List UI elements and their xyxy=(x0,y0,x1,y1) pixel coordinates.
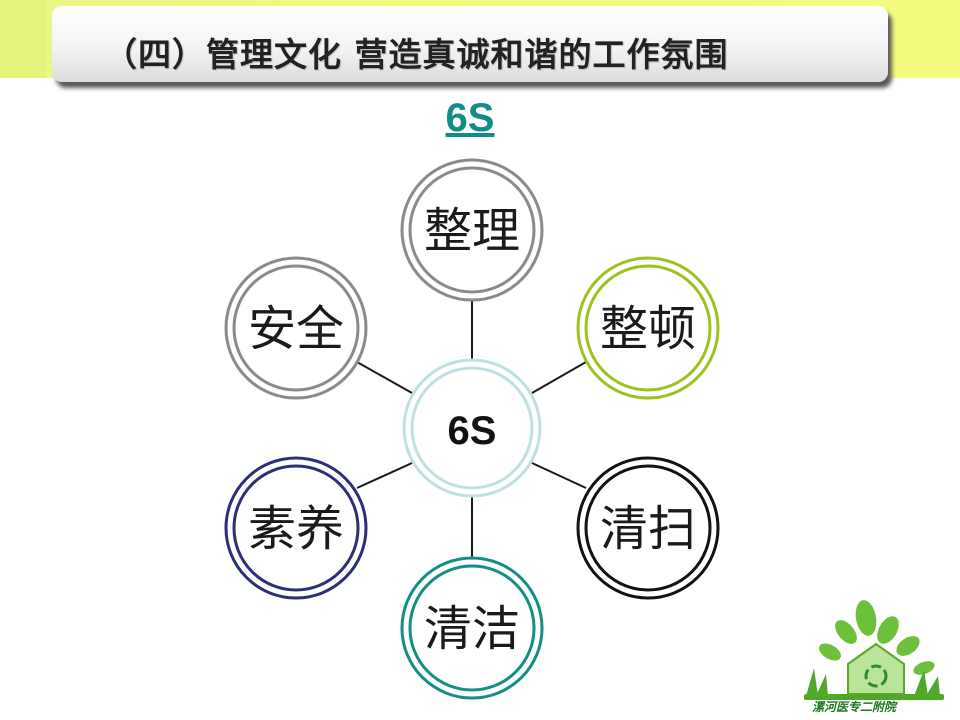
node-ring-outer xyxy=(224,456,368,600)
node-ring-inner xyxy=(232,264,360,392)
node-anquan: 安全 xyxy=(224,256,368,400)
node-label-qingjie: 清洁 xyxy=(424,601,520,657)
node-label-qingsao: 清扫 xyxy=(600,501,696,557)
node-label-suyang: 素养 xyxy=(248,501,344,557)
node-ring-outer xyxy=(400,556,544,700)
node-qingjie: 清洁 xyxy=(400,556,544,700)
connector-lower-right xyxy=(531,462,587,489)
center-label: 6S xyxy=(448,409,497,453)
connector-lower-left xyxy=(356,462,413,489)
node-label-anquan: 安全 xyxy=(248,301,344,357)
grass-icon xyxy=(804,668,944,700)
node-ring-inner xyxy=(584,264,712,392)
node-ring-outer xyxy=(224,256,368,400)
node-ring-inner xyxy=(584,464,712,592)
header-accent-left xyxy=(0,0,46,78)
house-icon xyxy=(847,642,905,695)
title-banner xyxy=(52,6,888,82)
node-qingsao: 清扫 xyxy=(576,456,720,600)
center-node: 6S xyxy=(402,358,542,498)
leaf-icon xyxy=(819,600,935,675)
node-suyang: 素养 xyxy=(224,456,368,600)
connector-upper-right xyxy=(531,361,587,394)
node-zhengli: 整理 xyxy=(400,158,544,302)
subtitle-6s: 6S xyxy=(445,96,495,140)
node-ring-outer-stroke xyxy=(400,158,544,302)
node-ring-inner xyxy=(408,166,536,294)
node-zhengdun: 整顿 xyxy=(576,256,720,400)
logo-text: 漯河医专二附院 xyxy=(812,700,897,714)
node-ring-outer xyxy=(402,160,542,300)
slide-title: （四）管理文化 营造真诚和谐的工作氛围 xyxy=(104,35,729,74)
node-ring-inner xyxy=(408,564,536,692)
node-ring-outer xyxy=(576,256,720,400)
node-label-zhengli: 整理 xyxy=(424,203,520,259)
node-label-zhengdun: 整顿 xyxy=(600,301,696,357)
hospital-logo xyxy=(804,600,944,700)
connector-lines xyxy=(356,298,587,560)
node-ring-inner xyxy=(232,464,360,592)
connector-upper-left xyxy=(356,361,413,394)
node-ring-outer xyxy=(576,456,720,600)
